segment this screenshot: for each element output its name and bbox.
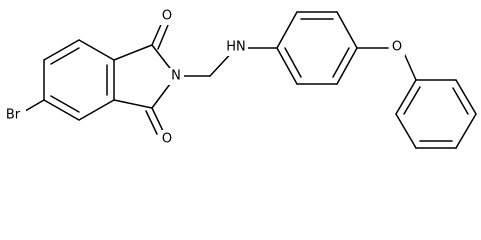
bond	[113, 99, 153, 109]
ring-nitrogen-label: N	[171, 69, 181, 84]
atom-oxygen-bottom: O	[160, 130, 174, 147]
atom-ring-nitrogen: N	[168, 68, 184, 85]
bond	[336, 47, 358, 85]
bromine-label: Br	[6, 108, 21, 123]
oxygen-bottom-label: O	[162, 132, 172, 147]
atom-amine: HN	[224, 38, 248, 56]
bond	[284, 47, 302, 78]
bond	[455, 113, 477, 149]
bond	[50, 47, 80, 65]
aniline-ring	[276, 11, 358, 85]
bond	[50, 95, 80, 113]
bond	[395, 79, 417, 115]
structure-canvas: Br O O N HN O	[2, 8, 477, 149]
bond	[151, 107, 164, 132]
bond	[403, 86, 421, 115]
atom-oxygen-top: O	[160, 8, 174, 25]
bond	[276, 11, 298, 49]
bond	[145, 110, 158, 135]
bond	[113, 44, 153, 61]
bond	[78, 99, 115, 121]
atom-bromine: Br	[2, 106, 26, 123]
bond	[395, 113, 417, 149]
bond	[157, 24, 169, 50]
bond	[452, 87, 469, 115]
bond	[276, 47, 298, 85]
amine-label: HN	[226, 40, 246, 55]
bond	[455, 79, 477, 115]
bond	[403, 52, 417, 81]
imide-ring	[113, 19, 177, 135]
atom-ether-oxygen: O	[389, 38, 405, 56]
bond	[78, 39, 115, 61]
bond	[43, 39, 80, 61]
bond	[332, 47, 350, 78]
bond	[336, 11, 358, 49]
benzo-ring	[43, 39, 115, 121]
bond	[43, 99, 80, 121]
phenoxy-ring	[395, 79, 477, 149]
oxygen-top-label: O	[162, 9, 172, 24]
ether-oxygen-label: O	[392, 40, 402, 55]
molecule-structure: Br O O N HN O	[2, 8, 477, 149]
